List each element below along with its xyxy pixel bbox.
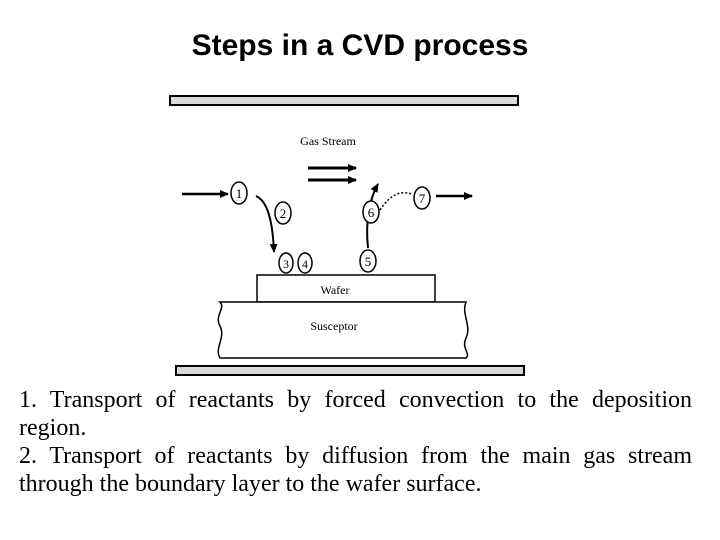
svg-text:4: 4 xyxy=(302,257,308,271)
gas-stream-arrows xyxy=(308,164,357,184)
caption-item-1: 1. Transport of reactants by forced conv… xyxy=(19,387,692,441)
step-marker-6: 6 xyxy=(362,200,380,224)
cvd-diagram-svg: Gas Stream 1 2 3 xyxy=(169,95,525,376)
wafer xyxy=(256,274,436,303)
susceptor xyxy=(217,301,469,359)
bottom-chamber-wall xyxy=(175,365,525,376)
step-marker-1: 1 xyxy=(230,181,248,205)
top-chamber-wall xyxy=(169,95,519,106)
caption: 1. Transport of reactants by forced conv… xyxy=(19,386,692,498)
slide-title: Steps in a CVD process xyxy=(191,29,529,62)
wafer-label: Wafer xyxy=(320,283,349,297)
svg-text:3: 3 xyxy=(283,257,289,271)
step-marker-5: 5 xyxy=(359,249,377,273)
caption-item-2: 2. Transport of reactants by diffusion f… xyxy=(19,443,692,497)
susceptor-label: Susceptor xyxy=(310,319,357,333)
step-marker-2: 2 xyxy=(274,201,292,225)
svg-text:6: 6 xyxy=(368,205,375,220)
step-marker-7: 7 xyxy=(413,186,431,210)
svg-text:1: 1 xyxy=(236,186,243,201)
gas-stream-label: Gas Stream xyxy=(300,134,356,148)
svg-text:2: 2 xyxy=(280,206,287,221)
step-marker-4: 4 xyxy=(297,252,313,274)
step-marker-3: 3 xyxy=(278,252,294,274)
cvd-diagram: Gas Stream 1 2 3 xyxy=(160,90,530,380)
svg-text:5: 5 xyxy=(365,254,372,269)
svg-text:7: 7 xyxy=(419,191,426,206)
